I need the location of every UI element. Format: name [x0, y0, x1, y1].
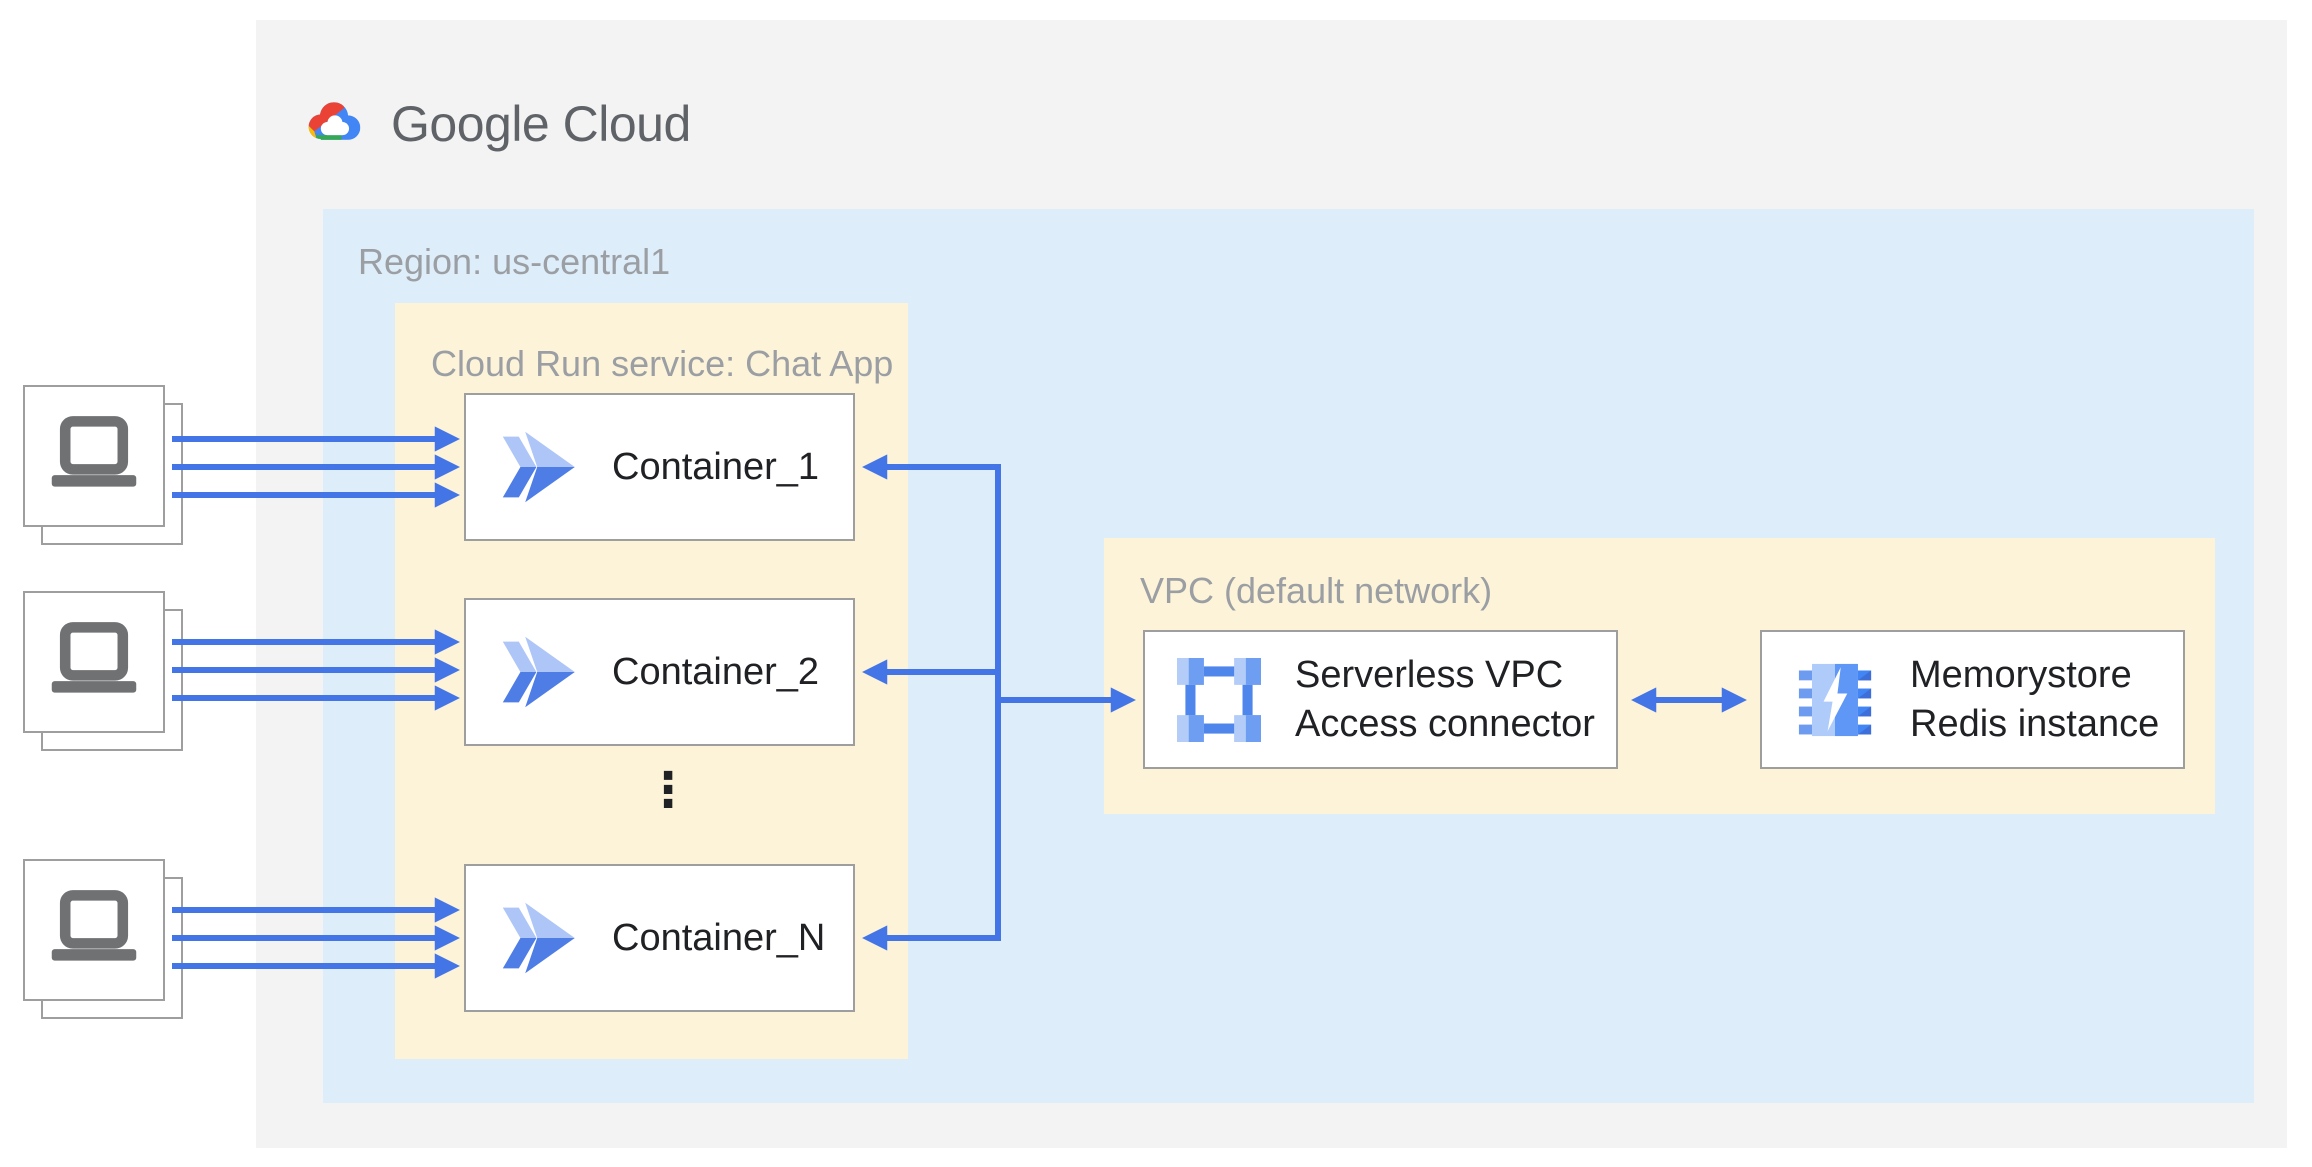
- cloud-run-icon: [498, 898, 578, 978]
- client-card: [23, 591, 165, 733]
- memorystore-redis-label: Memorystore Redis instance: [1910, 653, 2160, 745]
- container-1-node: Container_1: [464, 393, 855, 541]
- laptop-icon: [46, 621, 142, 703]
- google-cloud-logo-icon: [303, 94, 365, 155]
- serverless-vpc-connector-node: Serverless VPC Access connector: [1143, 630, 1618, 769]
- cloud-run-icon: [498, 632, 578, 712]
- cloud-run-service-label: Cloud Run service: Chat App: [431, 343, 894, 384]
- client-card: [23, 859, 165, 1001]
- laptop-icon: [46, 889, 142, 971]
- serverless-vpc-connector-label: Serverless VPC Access connector: [1295, 653, 1595, 745]
- client-device-3: [23, 859, 183, 1019]
- container-2-label: Container_2: [612, 650, 820, 693]
- serverless-vpc-access-connector-icon: [1177, 657, 1261, 742]
- laptop-icon: [46, 415, 142, 497]
- container-n-label: Container_N: [612, 916, 826, 959]
- cloud-run-icon: [498, 427, 578, 507]
- google-cloud-logo: Google Cloud: [303, 92, 691, 156]
- container-n-node: Container_N: [464, 864, 855, 1012]
- vpc-label: VPC (default network): [1140, 570, 1493, 611]
- container-2-node: Container_2: [464, 598, 855, 746]
- vertical-ellipsis-icon: ⋮: [644, 762, 692, 818]
- logo-wordmark: Google Cloud: [391, 96, 691, 152]
- client-card: [23, 385, 165, 527]
- region-label: Region: us-central1: [358, 241, 671, 282]
- client-device-1: [23, 385, 183, 545]
- client-device-2: [23, 591, 183, 751]
- memorystore-redis-icon: [1794, 659, 1876, 741]
- container-1-label: Container_1: [612, 445, 820, 488]
- memorystore-redis-node: Memorystore Redis instance: [1760, 630, 2185, 769]
